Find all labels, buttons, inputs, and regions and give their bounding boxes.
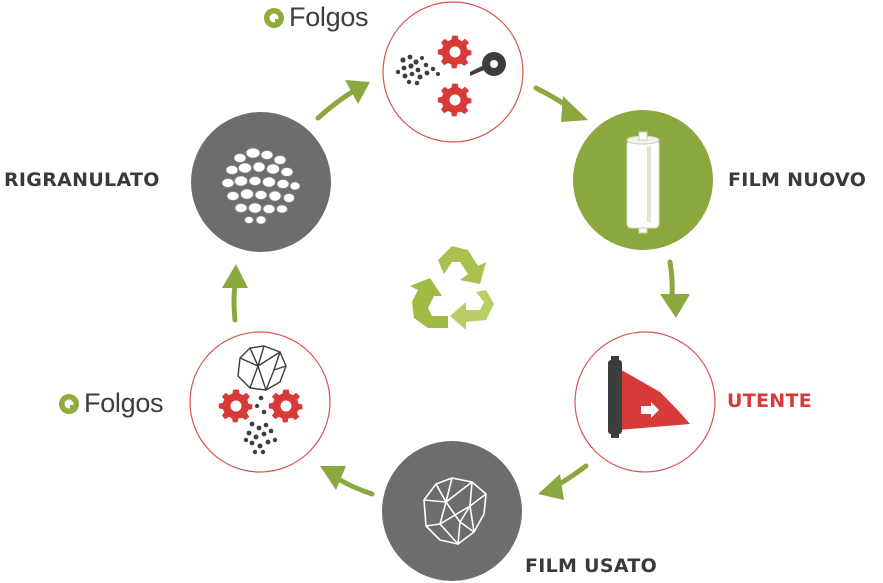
brand-name: Folgos [84,388,164,418]
arrow-user-to-used-film [538,463,589,500]
label-user: UTENTE [727,390,813,412]
crumpled-gears-granules-icon [218,345,303,455]
brand-name: Folgos [289,2,369,32]
node-production [382,1,524,143]
arrow-recycling-to-regranulate [222,264,248,323]
brand-logo-left: Folgos [58,388,164,418]
label-regranulate: RIGRANULATO [4,169,160,191]
arrow-used-film-to-recycling [320,466,375,497]
film-roll-icon [626,131,660,234]
label-new-film: FILM NUOVO [728,169,867,191]
q-logo-icon [264,7,284,28]
node-regranulate [191,112,331,252]
film-wrapping-icon [608,356,690,438]
node-new-film [573,110,713,250]
q-logo-icon [59,393,79,414]
recycle-icon [410,246,494,330]
gears-granules-roll-icon [395,35,506,117]
brand-logo-top: Folgos [263,2,369,32]
flow-arrows [222,80,690,500]
arrow-regranulate-to-production [315,80,370,121]
arrow-production-to-new-film [533,85,588,122]
arrow-new-film-to-user [660,259,690,318]
node-recycling [189,331,331,473]
node-used-film [382,441,522,581]
node-user [574,331,716,473]
label-used-film: FILM USATO [525,555,658,577]
crumpled-film-icon [423,477,487,545]
granules-icon [221,147,301,225]
